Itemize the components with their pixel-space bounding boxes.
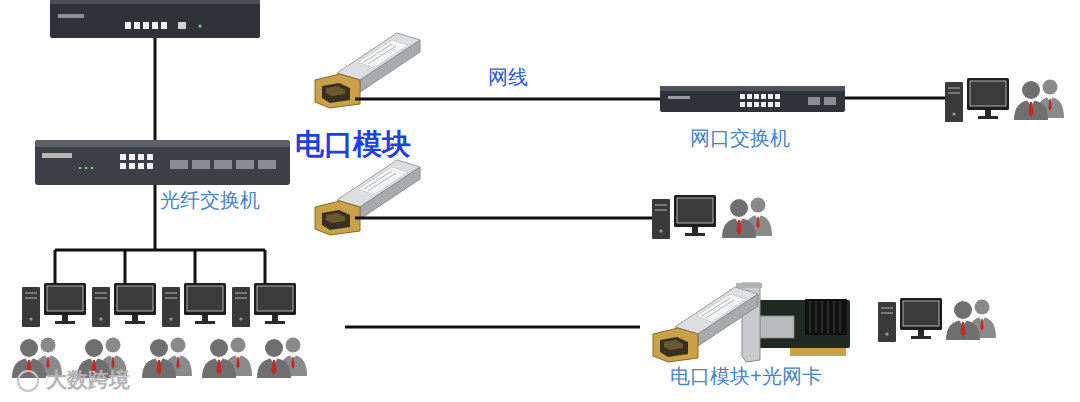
sfp-module bbox=[653, 287, 758, 362]
user-icon bbox=[1014, 80, 1064, 121]
cable-connector bbox=[355, 98, 660, 101]
device-label: 电口模块 bbox=[295, 128, 411, 161]
device-label: 网口交换机 bbox=[690, 127, 790, 150]
computer-icons bbox=[22, 283, 296, 327]
device-label: 光纤交换机 bbox=[160, 189, 260, 212]
computer-icon bbox=[878, 298, 942, 342]
lan-wire bbox=[355, 217, 652, 220]
lan-wire bbox=[845, 97, 946, 100]
sfp-module bbox=[315, 33, 420, 108]
computer-icon bbox=[652, 195, 716, 239]
device-label: 电口模块+光网卡 bbox=[670, 365, 822, 388]
user-icon bbox=[722, 198, 772, 239]
network-switch-device bbox=[660, 86, 845, 112]
device-node: 网口交换机 bbox=[660, 85, 845, 112]
lan-wire bbox=[345, 326, 640, 329]
watermark-logo bbox=[18, 371, 38, 391]
router-device bbox=[50, 0, 260, 38]
lan-wires bbox=[55, 185, 265, 283]
device-node: 光纤交换机 bbox=[35, 140, 290, 185]
computer-icon bbox=[945, 78, 1009, 122]
device-node: 电口模块+光网卡 bbox=[652, 280, 858, 362]
fiber-switch-device bbox=[35, 140, 290, 185]
cable-label: 网线 bbox=[486, 66, 530, 89]
uplink-wire bbox=[154, 38, 157, 140]
watermark-text: 大数跨境 bbox=[46, 368, 130, 392]
device-node: 电口模块 bbox=[313, 28, 355, 108]
sfp-module bbox=[315, 160, 420, 235]
user-icon bbox=[946, 300, 996, 341]
